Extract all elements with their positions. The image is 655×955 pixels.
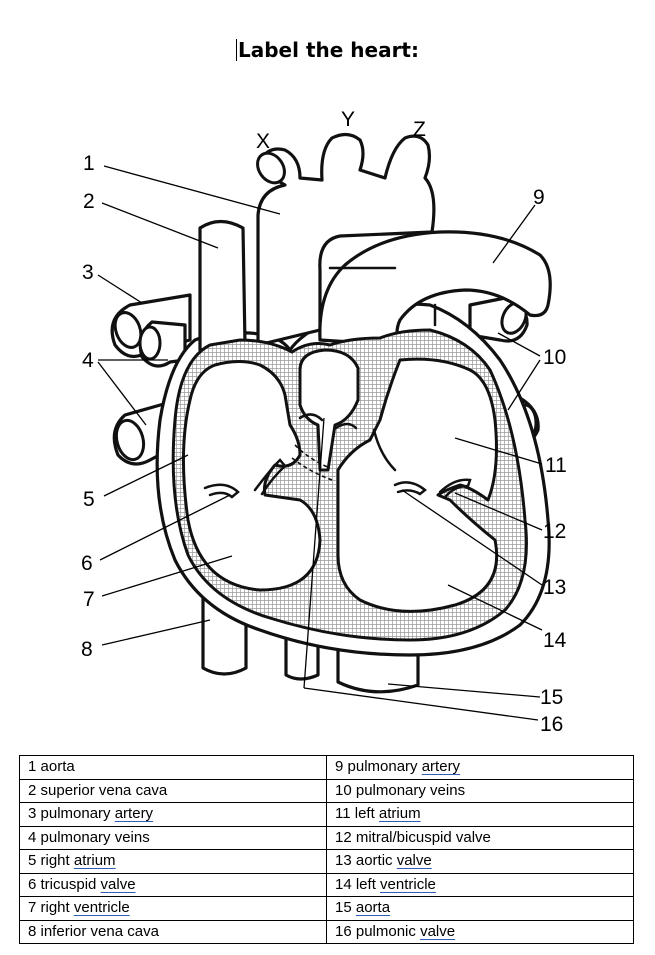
label-11: 11 [545, 454, 567, 477]
key-cell: 14 left ventricle [326, 872, 634, 897]
aortic-valve-shape-2 [334, 422, 358, 430]
label-7: 7 [83, 588, 95, 611]
leader-1 [103, 165, 281, 215]
label-3: 3 [82, 261, 94, 284]
key-cell: 3 pulmonary artery [19, 802, 327, 827]
page-title-text: Label the heart: [238, 38, 419, 62]
superior-vena-cava-shape [198, 219, 247, 352]
leader-5 [103, 454, 189, 497]
key-cell: 16 pulmonic valve [326, 919, 634, 944]
vein-opening-2 [138, 325, 162, 361]
label-4: 4 [82, 349, 94, 372]
chordae-dashed-1 [294, 444, 331, 469]
aortic-outflow-cavity [298, 348, 360, 472]
septum-line [372, 428, 397, 472]
vein-opening-3 [114, 418, 146, 462]
tricuspid-valve-shape-2 [253, 458, 287, 496]
table-row: 5 right atrium 13 aortic valve [19, 849, 634, 874]
label-9: 9 [533, 186, 545, 209]
chordae-dashed-2 [291, 457, 333, 481]
label-5: 5 [83, 488, 95, 511]
leader-16a [303, 417, 325, 689]
leader-8 [101, 619, 211, 646]
label-2: 2 [83, 190, 95, 213]
leader-15 [387, 683, 541, 698]
label-13: 13 [543, 576, 566, 599]
key-cell: 7 right ventricle [19, 896, 327, 921]
aortic-valve-shape [298, 413, 324, 422]
mitral-valve-shape [393, 481, 428, 496]
key-cell: 8 inferior vena cava [19, 919, 327, 944]
label-1: 1 [83, 152, 95, 175]
label-z: Z [413, 118, 426, 141]
table-row: 3 pulmonary artery 11 left atrium [19, 802, 634, 827]
leader-10b [507, 359, 541, 411]
pulmonary-artery-shape [318, 230, 552, 347]
label-12: 12 [543, 520, 566, 543]
key-cell: 15 aorta [326, 896, 634, 921]
leader-10a [497, 332, 541, 357]
label-16: 16 [540, 713, 563, 736]
leader-13 [401, 489, 543, 586]
leader-3 [97, 274, 143, 304]
leader-12 [454, 492, 543, 531]
label-8: 8 [81, 638, 93, 661]
label-x: X [256, 130, 270, 153]
table-row: 8 inferior vena cava 16 pulmonic valve [19, 919, 634, 944]
right-heart-cavity [181, 360, 322, 592]
heart-diagram: X Y Z 1 2 3 4 5 6 7 8 9 10 11 12 13 14 1… [81, 108, 567, 736]
key-cell: 6 tricuspid valve [19, 872, 327, 897]
label-14: 14 [543, 629, 567, 652]
leader-7 [101, 555, 233, 597]
leader-11 [454, 437, 543, 465]
leader-6 [99, 494, 231, 561]
label-key-table: 1 aorta 9 pulmonary artery 2 superior ve… [19, 755, 634, 944]
table-row: 4 pulmonary veins 12 mitral/bicuspid val… [19, 825, 634, 850]
leader-9 [492, 204, 536, 264]
key-cell: 9 pulmonary artery [326, 755, 634, 780]
key-cell: 13 aortic valve [326, 849, 634, 874]
table-row: 1 aorta 9 pulmonary artery [19, 755, 634, 780]
label-y: Y [341, 108, 355, 131]
label-6: 6 [81, 552, 93, 575]
leader-4b [97, 361, 147, 426]
leader-lines [97, 165, 543, 721]
leader-2 [101, 202, 219, 249]
tricuspid-valve-shape [203, 483, 240, 499]
leader-16b [303, 687, 539, 721]
key-cell: 5 right atrium [19, 849, 327, 874]
key-cell: 4 pulmonary veins [19, 825, 327, 850]
table-row: 7 right ventricle 15 aorta [19, 896, 634, 921]
leader-14 [447, 584, 543, 631]
table-row: 2 superior vena cava 10 pulmonary veins [19, 778, 634, 803]
aortic-branch-opening-x [256, 151, 286, 185]
key-cell: 12 mitral/bicuspid valve [326, 825, 634, 850]
vein-opening-1 [113, 311, 143, 349]
key-cell: 11 left atrium [326, 802, 634, 827]
mitral-valve-shape-2 [438, 478, 472, 498]
key-cell: 2 superior vena cava [19, 778, 327, 803]
label-10: 10 [543, 346, 566, 369]
key-cell: 10 pulmonary veins [326, 778, 634, 803]
label-15: 15 [540, 686, 563, 709]
key-cell: 1 aorta [19, 755, 327, 780]
table-row: 6 tricuspid valve 14 left ventricle [19, 872, 634, 897]
text-cursor [236, 39, 237, 61]
page-title: Label the heart: [0, 38, 655, 62]
